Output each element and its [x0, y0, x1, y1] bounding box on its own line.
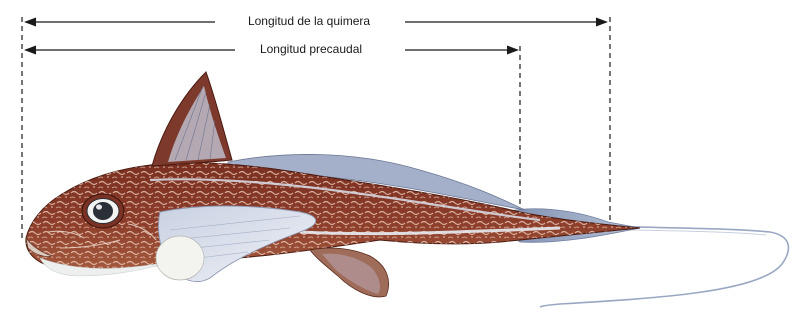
- precaudal-arrowhead-left: [24, 46, 36, 55]
- precaudal-arrowhead-right: [507, 46, 519, 55]
- pectoral-base-blotch: [156, 236, 204, 280]
- chimaera-fish-illustration: [26, 72, 789, 307]
- eye-icon: [82, 194, 124, 228]
- precaudal-length-label: Longitud precaudal: [260, 42, 362, 56]
- total-arrowhead-right: [596, 18, 608, 27]
- total-length-label: Longitud de la quimera: [248, 14, 370, 28]
- total-arrowhead-left: [24, 18, 36, 27]
